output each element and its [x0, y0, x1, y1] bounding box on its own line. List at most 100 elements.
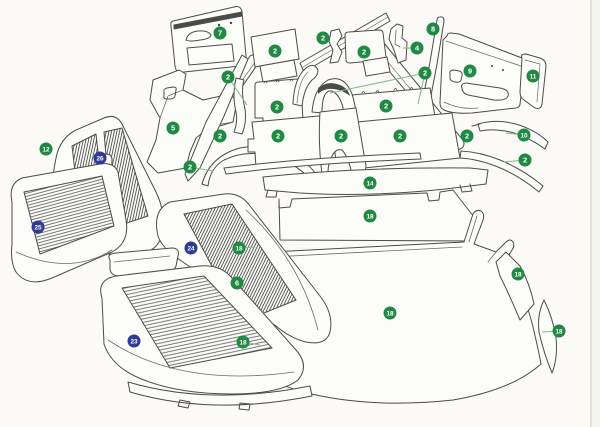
- callout-circle: [526, 69, 540, 83]
- callout-2: 2: [213, 129, 227, 143]
- rear-seat-cushion: [10, 163, 128, 283]
- callout-circle: [213, 129, 227, 143]
- rear-sill-curved-strip: [459, 150, 544, 193]
- callout-4: 4: [410, 41, 424, 55]
- callout-circle: [221, 70, 235, 84]
- callout-14: 14: [363, 176, 377, 190]
- carpet-panel-front-left: [250, 28, 300, 83]
- callout-18: 18: [363, 209, 377, 223]
- sill-strip-long: [184, 54, 249, 182]
- callout-circle: [460, 129, 474, 143]
- callout-2: 2: [393, 129, 407, 143]
- callout-circle: [393, 129, 407, 143]
- callout-circle: [552, 324, 566, 338]
- callout-number: 5: [171, 123, 175, 132]
- callout-2: 2: [418, 66, 432, 80]
- callout-circle: [418, 66, 432, 80]
- callout-circle: [93, 151, 107, 165]
- callout-10: 10: [517, 128, 531, 142]
- callout-number: 2: [321, 33, 325, 42]
- callout-25: 25: [31, 220, 45, 234]
- cover-side-flap-upper: [495, 251, 535, 321]
- carpet-bracket-piece: [328, 28, 343, 64]
- callout-number: 2: [465, 131, 469, 140]
- callout-circle: [31, 220, 45, 234]
- callout-2: 2: [518, 153, 532, 167]
- callout-2: 2: [221, 70, 235, 84]
- callout-number: 18: [239, 339, 247, 346]
- kick-panel-strip: [471, 120, 549, 150]
- callout-circle: [232, 241, 246, 255]
- callout-2: 2: [271, 129, 285, 143]
- callout-number: 9: [468, 66, 472, 75]
- callout-number: 7: [218, 28, 222, 37]
- callout-number: 2: [276, 131, 280, 140]
- rocker-band: [223, 152, 422, 175]
- callout-circle: [316, 31, 330, 45]
- callout-number: 23: [130, 338, 138, 345]
- callout-number: 18: [235, 245, 243, 252]
- callout-circle: [184, 241, 198, 255]
- door-panel-top-band: [173, 11, 243, 30]
- callout-24: 24: [184, 241, 198, 255]
- callout-9: 9: [463, 64, 477, 78]
- callout-number: 18: [514, 271, 522, 278]
- callout-number: 2: [362, 47, 366, 56]
- callout-circle: [511, 267, 525, 281]
- callout-number: 4: [415, 43, 420, 52]
- callout-number: 18: [366, 213, 374, 220]
- callout-circle: [183, 160, 197, 174]
- callout-6: 6: [230, 276, 244, 290]
- callout-circle: [127, 334, 141, 348]
- callout-circle: [334, 129, 348, 143]
- callout-number: 2: [423, 68, 427, 77]
- callout-number: 2: [273, 46, 277, 55]
- callout-circle: [383, 306, 397, 320]
- callout-18: 18: [232, 241, 246, 255]
- front-seat-armrest: [108, 247, 179, 277]
- callout-number: 11: [530, 73, 537, 80]
- callout-circle: [410, 41, 424, 55]
- callout-number: 2: [275, 102, 279, 111]
- callout-number: 2: [523, 155, 527, 164]
- callout-number: 2: [384, 101, 388, 110]
- callout-23: 23: [127, 334, 141, 348]
- door-panel-handle: [185, 30, 212, 42]
- front-seat-cushion: [100, 265, 304, 395]
- front-seat-backrest: [156, 193, 332, 344]
- callout-2: 2: [334, 129, 348, 143]
- callout-number: 25: [34, 224, 42, 231]
- wheel-arch-side-strip: [233, 77, 247, 135]
- callout-number: 6: [235, 278, 239, 287]
- callout-18: 18: [236, 335, 250, 349]
- tunnel-hump: [311, 78, 357, 115]
- callout-circle: [236, 335, 250, 349]
- callout-number: 2: [218, 131, 222, 140]
- callout-18: 18: [552, 324, 566, 338]
- callout-2: 2: [316, 31, 330, 45]
- callout-number: 2: [398, 131, 402, 140]
- callout-number: 18: [386, 310, 394, 317]
- callout-number: 24: [187, 245, 195, 252]
- callout-circle: [518, 153, 532, 167]
- tunnel-front-arch: [292, 64, 319, 107]
- callout-26: 26: [93, 151, 107, 165]
- callout-number: 8: [431, 24, 435, 33]
- callout-2: 2: [268, 44, 282, 58]
- door-card-armrest: [461, 82, 509, 101]
- callout-number: 2: [188, 162, 192, 171]
- callout-number: 2: [339, 131, 343, 140]
- callout-11: 11: [526, 69, 540, 83]
- callout-2: 2: [270, 100, 284, 114]
- callout-2: 2: [357, 45, 371, 59]
- carpet-heel-pad: [259, 59, 298, 83]
- callout-circle: [39, 142, 53, 156]
- door-card-pull-recess: [449, 69, 463, 83]
- callout-circle: [213, 26, 227, 40]
- callout-18: 18: [383, 306, 397, 320]
- callout-circle: [379, 99, 393, 113]
- callout-circle: [426, 22, 440, 36]
- callout-circle: [166, 121, 180, 135]
- callout-7: 7: [213, 26, 227, 40]
